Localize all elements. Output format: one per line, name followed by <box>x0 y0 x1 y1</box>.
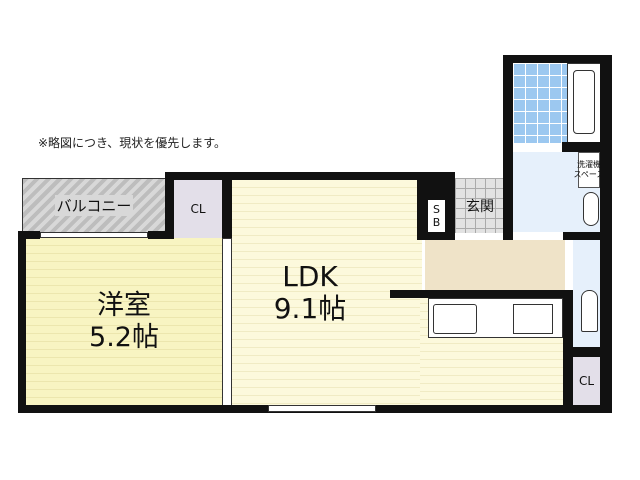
wall <box>503 55 612 63</box>
washer-space-label: 洗濯機 スペース <box>573 160 605 179</box>
wall <box>503 55 513 240</box>
sliding-partition <box>222 238 232 406</box>
kitchen-counter <box>428 298 563 338</box>
wall <box>563 347 603 357</box>
disclaimer-note: ※略図につき、現状を優先します。 <box>38 136 227 150</box>
western-room-size: 5.2帖 <box>89 322 159 353</box>
balcony: バルコニー <box>22 178 166 233</box>
bathtub <box>567 63 601 143</box>
wall <box>165 172 420 180</box>
wall <box>165 172 174 238</box>
wall <box>222 172 232 238</box>
wall <box>18 231 26 413</box>
washbasin <box>583 192 599 226</box>
ldk-size: 9.1帖 <box>273 292 347 325</box>
wall <box>148 231 174 239</box>
balcony-label: バルコニー <box>54 195 134 216</box>
closet-2-label: CL <box>578 374 595 388</box>
western-room-name: 洋室 <box>97 290 151 321</box>
closet-1: CL <box>174 180 222 238</box>
shoe-box: S B <box>428 200 445 232</box>
wall <box>563 290 573 350</box>
stove <box>513 304 553 334</box>
wall <box>390 290 573 298</box>
hallway <box>425 240 565 290</box>
washer-space: 洗濯機 スペース <box>573 152 605 188</box>
ldk-label: LDK 9.1帖 <box>250 258 370 328</box>
closet-1-label: CL <box>190 202 206 216</box>
window <box>268 405 376 412</box>
wall <box>563 357 573 405</box>
toilet <box>581 290 598 332</box>
wall <box>562 142 602 152</box>
western-room: 洋室 5.2帖 <box>25 238 223 406</box>
ldk-name: LDK <box>282 260 338 293</box>
wall <box>600 55 612 413</box>
window <box>40 232 148 238</box>
sink <box>433 304 477 334</box>
closet-2: CL <box>573 357 600 405</box>
shower-room <box>513 63 567 143</box>
entrance: 玄関 <box>455 178 505 233</box>
shoe-box-label: S B <box>432 203 441 229</box>
wall <box>563 232 603 240</box>
wall <box>417 232 427 240</box>
entrance-label: 玄関 <box>466 198 494 215</box>
wall <box>18 231 40 239</box>
